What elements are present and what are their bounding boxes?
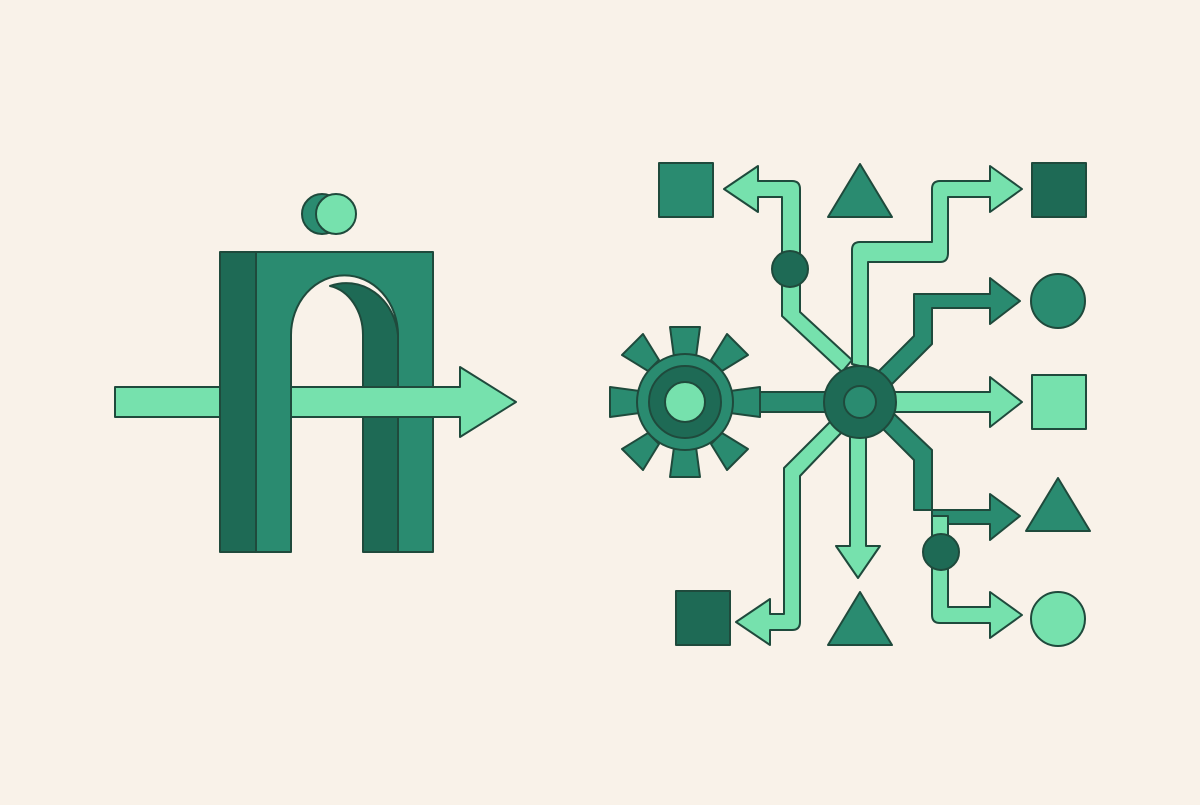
triangle-shape-bottom — [827, 591, 893, 646]
arch-left-pillar-side — [219, 251, 257, 553]
path-to-bottom-right-circle — [931, 515, 1023, 639]
path-hub-to-top-right-square — [851, 165, 1023, 369]
left-figure — [114, 193, 517, 553]
coin-icon — [301, 193, 357, 235]
square-shape-top-right — [1031, 162, 1087, 218]
triangle-shape-top — [827, 163, 893, 218]
arch — [219, 251, 434, 553]
path-hub-to-upper-right — [877, 277, 1021, 385]
output-shapes — [658, 162, 1091, 647]
path-hub-to-light-square — [889, 376, 1023, 428]
paths-dark — [747, 277, 1021, 541]
path-hub-to-lower-right — [877, 411, 1021, 541]
gear-icon — [609, 326, 761, 478]
path-hub-down — [835, 431, 881, 579]
arrow-shaft-back — [114, 386, 222, 418]
square-shape-right-light — [1031, 374, 1087, 430]
circle-shape-upper-right — [1030, 273, 1086, 329]
arrow-through-arch — [290, 366, 517, 438]
path-node-lower — [922, 533, 960, 571]
square-shape-bottom-left — [675, 590, 731, 646]
hub-node — [823, 365, 897, 439]
path-node-upper — [771, 250, 809, 288]
right-figure — [609, 162, 1091, 647]
circle-shape-bottom-right — [1030, 591, 1086, 647]
path-hub-to-bottom-left-square — [735, 419, 843, 646]
square-shape-top-left — [658, 162, 714, 218]
triangle-shape-lower-right — [1025, 477, 1091, 532]
